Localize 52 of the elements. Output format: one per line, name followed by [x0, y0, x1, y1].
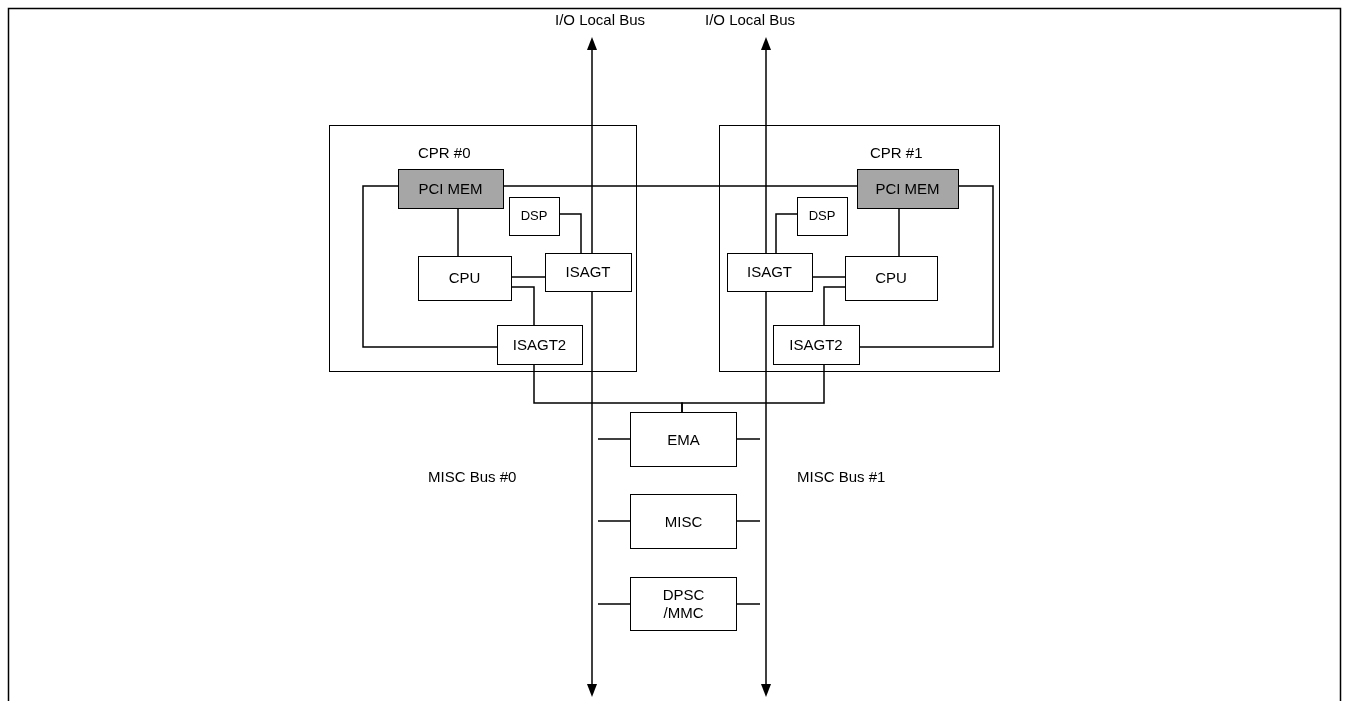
box-label: DSP [520, 207, 548, 225]
dsp-box [796, 196, 848, 236]
cpr-board [329, 125, 637, 372]
connector-line [775, 213, 798, 254]
connector-line [736, 603, 761, 605]
board-title: CPR #0 [418, 144, 471, 162]
module-box [630, 577, 737, 631]
box-label: PCI MEM [875, 179, 940, 198]
cpr-board [719, 125, 1000, 372]
connector-line [736, 438, 761, 440]
connector-line [597, 603, 631, 605]
cpu-box [844, 255, 938, 301]
connector-line [503, 185, 858, 187]
connector-line [362, 185, 498, 348]
box-label: ISAGT [565, 263, 611, 281]
isa-gateway-box [726, 252, 813, 292]
connector-line [457, 208, 459, 257]
isa-gateway-box [496, 324, 583, 365]
connector-line [597, 520, 631, 522]
box-label: CPU [875, 269, 907, 287]
board-title: CPR #1 [870, 144, 923, 162]
box-label: ISAGT2 [789, 335, 843, 354]
connector-line [511, 276, 546, 278]
isa-gateway-box [544, 252, 632, 292]
connector-line [812, 276, 846, 278]
bus-label: MISC Bus #0 [428, 468, 517, 485]
module-box [630, 494, 737, 549]
connector-line [823, 286, 846, 326]
box-label: EMA [667, 430, 700, 449]
cpu-box [417, 255, 512, 301]
box-label: ISAGT [747, 263, 792, 281]
dsp-box [508, 196, 560, 236]
memory-box [856, 168, 959, 209]
memory-box [397, 168, 504, 209]
box-label: CPU [448, 269, 481, 287]
box-label: DPSC /MMC [661, 586, 706, 622]
bus-label: MISC Bus #1 [797, 468, 886, 485]
box-label: DSP [808, 207, 836, 225]
box-label: MISC [664, 512, 703, 531]
connector-line [559, 213, 582, 254]
connector-line [859, 185, 994, 348]
connector-line [511, 286, 535, 326]
isa-gateway-box [772, 324, 860, 365]
bus-label: I/O Local Bus [705, 11, 796, 28]
connector-line [736, 520, 761, 522]
box-label: PCI MEM [418, 179, 483, 198]
connector-line [898, 208, 900, 257]
module-box [630, 412, 737, 467]
box-label: ISAGT2 [512, 335, 567, 354]
connector-line [681, 364, 825, 413]
bus-label: I/O Local Bus [555, 11, 646, 28]
connector-line [597, 438, 631, 440]
